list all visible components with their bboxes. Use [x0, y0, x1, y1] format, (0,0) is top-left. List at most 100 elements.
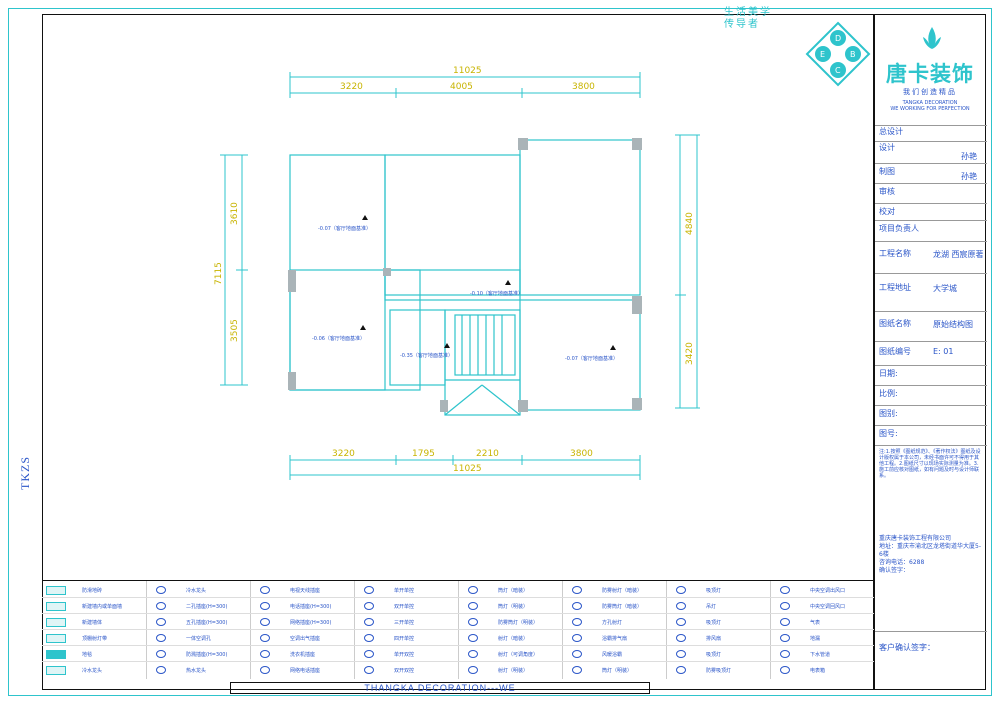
legend-symbol-icon	[46, 586, 66, 595]
legend-symbol-icon	[156, 602, 166, 610]
legend-label: 风暖浴霸	[602, 652, 623, 658]
draft-label: 制图	[879, 167, 895, 176]
legend-symbol-icon	[468, 618, 478, 626]
legend-symbol-icon	[780, 602, 790, 610]
scale-label: 比例:	[879, 389, 898, 398]
legend-label: 下水管道	[810, 652, 831, 658]
dim-right-2: 3420	[685, 342, 695, 365]
drawing-name-label: 图纸名称	[879, 319, 911, 328]
legend-label: 吸顶灯	[706, 652, 722, 658]
legend-symbol-icon	[46, 618, 66, 627]
designer-label: 设计	[879, 143, 895, 152]
legend-label: 双开单控	[394, 604, 415, 610]
review-label: 审核	[879, 187, 895, 196]
legend-divider	[42, 661, 874, 662]
legend-label: 洗衣机插座	[290, 652, 316, 658]
legend-label: 防雾吸顶灯	[706, 668, 732, 674]
dim-bottom-3: 2210	[476, 449, 499, 459]
legend-symbol-icon	[468, 634, 478, 642]
legend-symbol-icon	[364, 666, 374, 674]
project-name: 龙湖 西宸原著	[933, 250, 984, 259]
legend-label: 筒灯（明装）	[602, 668, 633, 674]
legend-label: 防雾射灯（暗装）	[602, 588, 643, 594]
dim-left-1: 3610	[230, 202, 240, 225]
legend-label: 中央空调出风口	[810, 588, 846, 594]
legend-symbol-icon	[260, 618, 270, 626]
legend-symbol-icon	[572, 618, 582, 626]
company-name: 唐卡装饰	[886, 62, 974, 86]
legend-divider	[666, 581, 667, 679]
project-address: 大学城	[933, 284, 957, 293]
legend-symbol-icon	[572, 634, 582, 642]
legend-label: 冷水龙头	[186, 588, 207, 594]
dim-bottom-2: 1795	[412, 449, 435, 459]
project-address-label: 工程地址	[879, 283, 911, 292]
draft-name: 孙艳	[961, 172, 977, 181]
legend-divider	[42, 645, 874, 646]
legend-symbol-icon	[46, 650, 66, 659]
legend-symbol-icon	[364, 650, 374, 658]
legend-symbol-icon	[46, 634, 66, 643]
legend-label: 热水龙头	[186, 668, 207, 674]
legend-symbol-icon	[156, 666, 166, 674]
designer-name: 孙艳	[961, 152, 977, 161]
legend-symbol-icon	[260, 666, 270, 674]
legend-label: 五孔插座(H=300)	[186, 620, 228, 626]
legend-symbol-icon	[572, 666, 582, 674]
drawing-no-label: 图纸编号	[879, 347, 911, 356]
sheet-label: 图别:	[879, 409, 898, 418]
slogan-line1: 生活美学	[724, 7, 772, 18]
legend-label: 空调出气插座	[290, 636, 321, 642]
drawing-name: 原始结构图	[933, 320, 973, 329]
legend: 防滑地砖冷水龙头电视天线插座单开单控筒灯（暗装）防雾射灯（暗装）吸顶灯中央空调出…	[42, 580, 874, 681]
dim-bottom-total: 11025	[453, 464, 482, 474]
dim-top-3: 3800	[572, 82, 595, 92]
legend-label: 二孔插座(H=300)	[186, 604, 228, 610]
project-name-label: 工程名称	[879, 249, 911, 258]
legend-label: 新建墙体	[82, 620, 103, 626]
legend-symbol-icon	[780, 586, 790, 594]
legend-divider	[458, 581, 459, 679]
legend-label: 电表箱	[810, 668, 826, 674]
legend-symbol-icon	[364, 602, 374, 610]
level-note: -0.10（客厅地面基准）	[470, 290, 523, 297]
legend-symbol-icon	[260, 650, 270, 658]
legend-symbol-icon	[364, 618, 374, 626]
legend-label: 吸顶灯	[706, 588, 722, 594]
legend-label: 防雾筒灯（暗装）	[602, 604, 643, 610]
company-address: 重庆唐卡装饰工程有限公司 地址：重庆市渝北区龙塔街道华大厦5-6楼 咨询电话：6…	[879, 535, 981, 574]
legend-label: 单开双控	[394, 652, 415, 658]
legend-symbol-icon	[676, 618, 686, 626]
legend-symbol-icon	[156, 650, 166, 658]
legend-symbol-icon	[468, 586, 478, 594]
sheet-no-label: 图号:	[879, 429, 898, 438]
legend-label: 网络电话插座	[290, 668, 321, 674]
legend-label: 双开双控	[394, 668, 415, 674]
svg-text:E: E	[820, 50, 825, 59]
legend-symbol-icon	[156, 618, 166, 626]
project-lead-label: 项目负责人	[879, 224, 919, 233]
legend-label: 射灯（明装）	[498, 668, 529, 674]
legend-divider	[354, 581, 355, 679]
legend-symbol-icon	[364, 586, 374, 594]
legend-symbol-icon	[780, 618, 790, 626]
legend-label: 浴霸排气扇	[602, 636, 628, 642]
legend-label: 吸顶灯	[706, 620, 722, 626]
logo-badge: D B C E	[805, 21, 871, 87]
legend-label: 防溅插座(H=300)	[186, 652, 228, 658]
dim-top-1: 3220	[340, 82, 363, 92]
svg-text:D: D	[835, 34, 841, 43]
legend-label: 网络插座(H=300)	[290, 620, 332, 626]
level-note: -0.07（客厅地面基准）	[318, 225, 371, 232]
legend-symbol-icon	[780, 634, 790, 642]
legend-label: 气表	[810, 620, 821, 626]
outer-frame	[8, 8, 992, 696]
legend-divider	[42, 629, 874, 630]
legend-label: 三开单控	[394, 620, 415, 626]
legend-symbol-icon	[468, 666, 478, 674]
legend-label: 冷水龙头	[82, 668, 103, 674]
chief-designer-label: 总设计	[879, 127, 903, 136]
side-label: TKZS	[18, 456, 32, 490]
legend-symbol-icon	[676, 634, 686, 642]
